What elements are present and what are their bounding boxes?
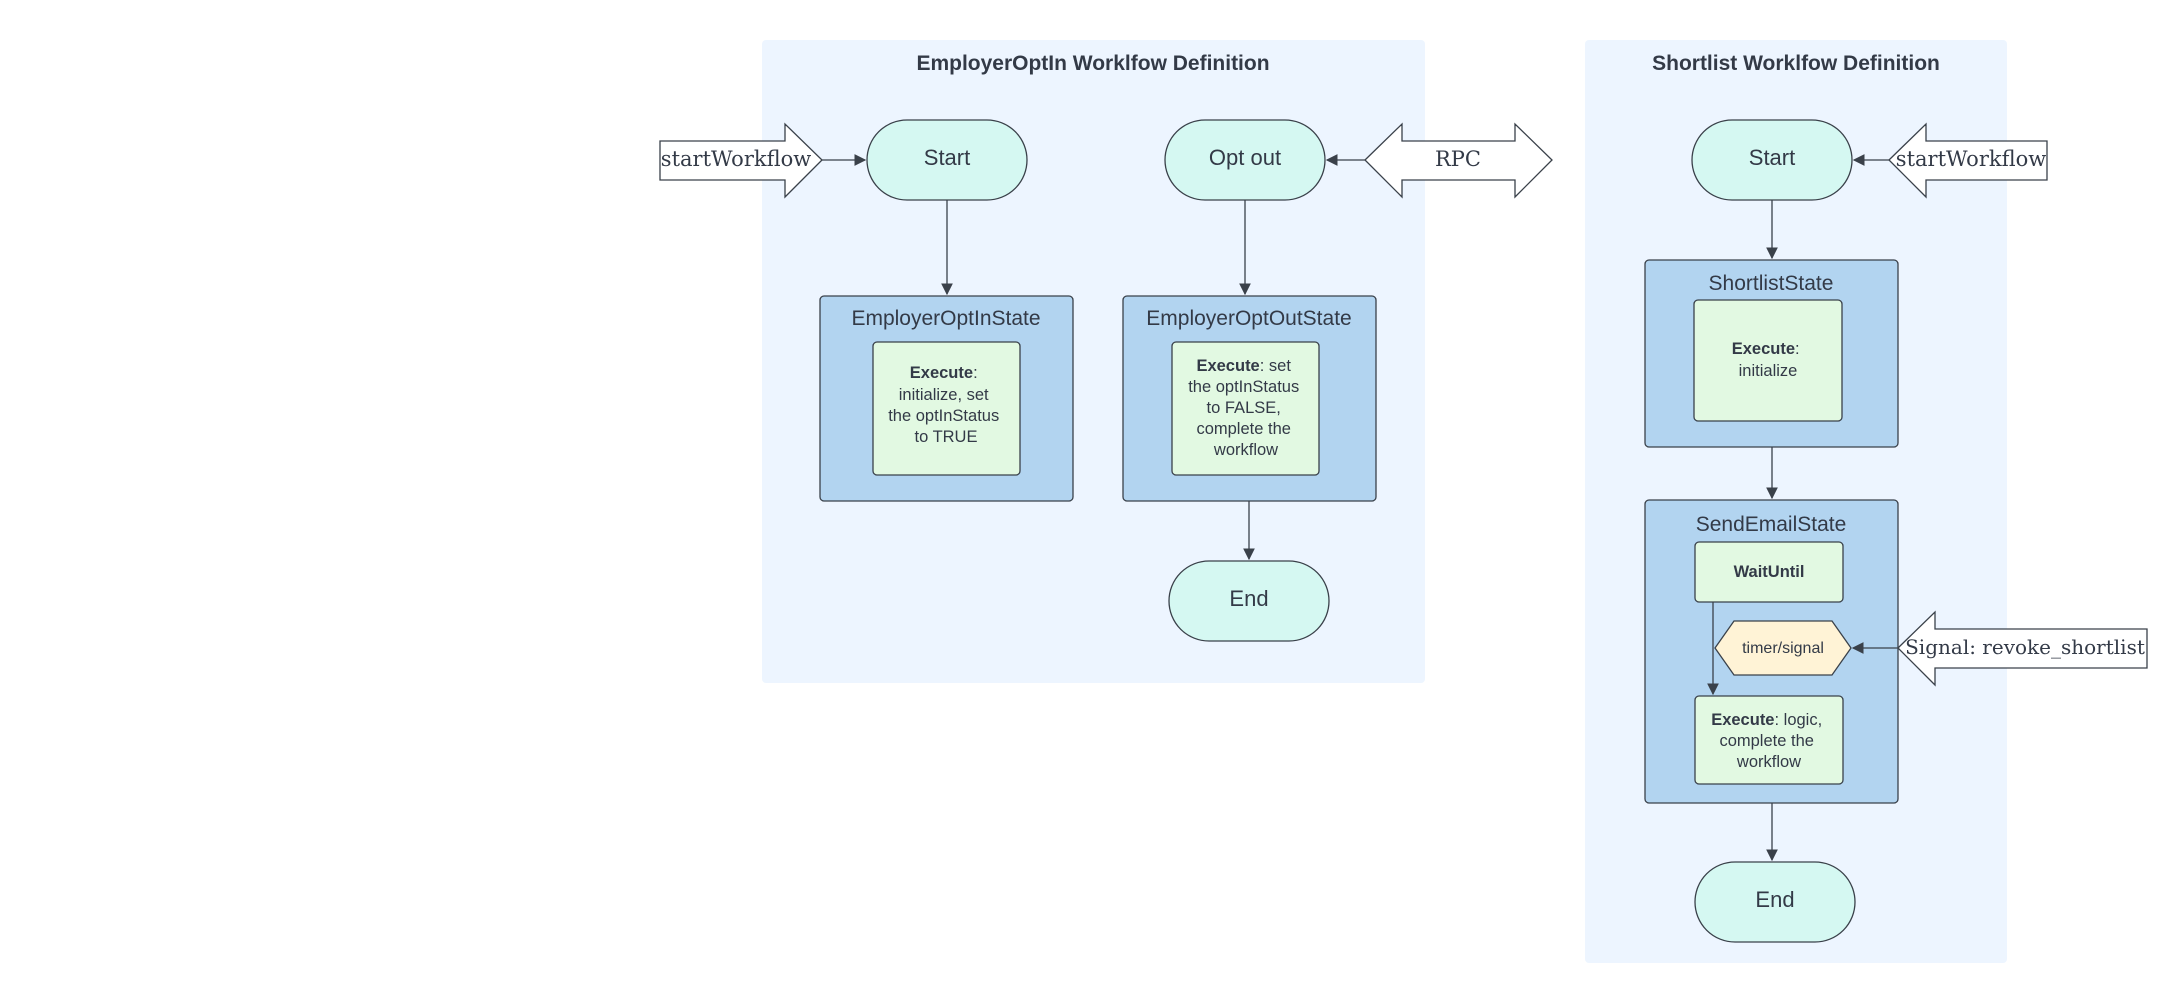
optout-execute-text: Execute: set the optInStatus to FALSE, c… [1188,357,1304,459]
timer-signal-label: timer/signal [1742,640,1824,657]
shortlist-end-terminal [1694,861,1856,943]
shortlist-start-label: Start [1749,145,1795,170]
shortlist-start-trigger-label: startWorkflow [1896,147,2046,171]
sendemail-execute-box [1694,695,1844,785]
employer-start-trigger-label: startWorkflow [661,147,811,171]
timer-signal-hexagon [1714,620,1852,676]
waituntil-box [1694,541,1844,603]
sendemail-state-title: SendEmailState [1696,513,1847,536]
waituntil-label: WaitUntil [1734,563,1805,581]
optin-state-title: EmployerOptInState [851,307,1040,330]
shortlist-execute-text: Execute: initialize [1732,340,1804,380]
employer-start-label: Start [924,145,970,170]
optout-state-title: EmployerOptOutState [1146,307,1351,330]
optout-label: Opt out [1209,145,1281,170]
rpc-trigger-label: RPC [1435,147,1481,171]
shortlist-state-title: ShortlistState [1709,272,1834,295]
optin-execute-box [872,341,1021,476]
optout-execute-box [1171,341,1320,476]
shortlist-execute-box [1693,299,1843,422]
employer-workflow-container [762,40,1425,683]
employer-end-terminal [1168,560,1330,642]
employer-start-trigger-shape [659,122,823,199]
rpc-trigger-shape [1364,122,1553,199]
employer-end-label: End [1229,586,1268,611]
shortlist-end-label: End [1755,887,1794,912]
signal-trigger-shape [1897,610,2148,687]
shortlist-start-trigger-shape [1888,122,2048,199]
sendemail-execute-text: Execute: logic, complete the workflow [1711,711,1827,771]
optin-execute-text: Execute: initialize, set the optInStatus… [888,364,1004,446]
signal-trigger-label: Signal: revoke_shortlist [1905,635,2145,659]
shortlist-workflow-title: Shortlist Worklfow Definition [1652,52,1940,75]
employer-workflow-title: EmployerOptIn Worklfow Definition [916,52,1269,75]
